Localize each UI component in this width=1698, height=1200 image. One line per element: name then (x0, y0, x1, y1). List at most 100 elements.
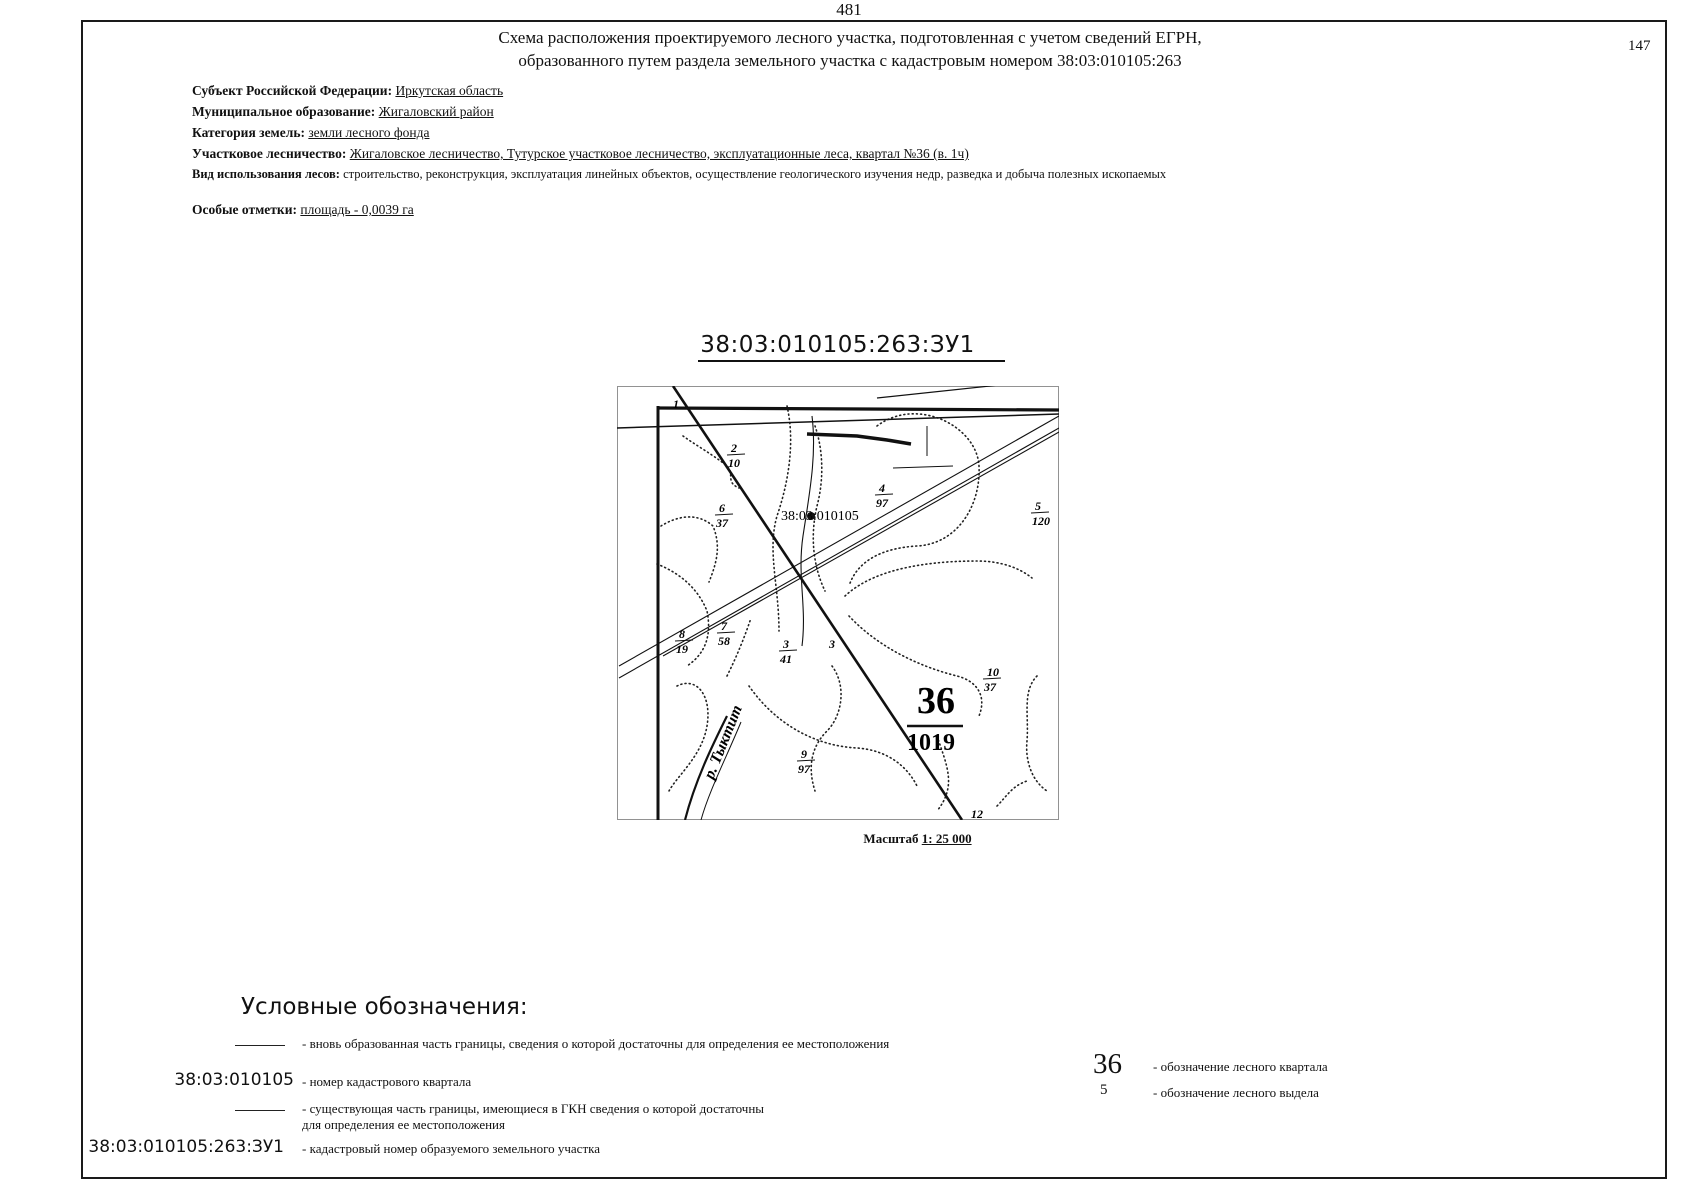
contour-dotted (682, 435, 740, 489)
legend-division-text: - обозначение лесного выдела (1153, 1085, 1319, 1100)
legend-quarter-symbol: 36 (1093, 1048, 1122, 1080)
division-fraction-bar (982, 677, 1002, 680)
division-number: 2 (730, 441, 737, 455)
contour-dotted (936, 735, 950, 812)
division-number: 9 (801, 747, 807, 761)
division-fraction-bar (714, 513, 734, 516)
contour-dotted (1025, 675, 1048, 792)
info-subject: Субъект Российской Федерации: Иркутская … (192, 80, 1166, 101)
title-line-2: образованного путем раздела земельного у… (518, 51, 1182, 70)
cadastral-marker (807, 512, 815, 520)
division-number: 4 (878, 481, 885, 495)
info-subject-label: Субъект Российской Федерации: (192, 83, 393, 98)
division-stock: 37 (715, 516, 729, 530)
document-frame (81, 20, 1667, 1179)
info-category-label: Категория земель: (192, 125, 305, 140)
division-number: 10 (987, 665, 999, 679)
cadastral-label: 38:03:010105 (781, 509, 859, 524)
info-usage-label: Вид использования лесов: (192, 167, 340, 181)
division-stock: 58 (718, 634, 730, 648)
document-title: Схема расположения проектируемого лесног… (300, 26, 1400, 72)
info-municipality: Муниципальное образование: Жигаловский р… (192, 101, 1166, 122)
legend-existing-boundary-text-1: - существующая часть границы, имеющиеся … (302, 1101, 765, 1116)
contour-dotted (812, 425, 826, 592)
info-marks-label: Особые отметки: (192, 202, 297, 217)
contour-dotted (772, 405, 792, 632)
division-number: 3 (782, 637, 789, 651)
sheet-number: 147 (1628, 38, 1651, 54)
info-usage: Вид использования лесов: строительство, … (192, 164, 1166, 185)
river-bank (683, 715, 728, 820)
quarter-area: 1019 (907, 730, 955, 756)
legend-cadastral-code: 38:03:010105 (174, 1070, 294, 1090)
contour-dotted (656, 563, 710, 667)
division-number: 5 (1035, 499, 1041, 513)
contour-dotted (726, 617, 752, 677)
division-stock: 97 (798, 762, 811, 776)
diagonal-boundary (671, 386, 964, 820)
info-category-value: земли лесного фонда (308, 125, 430, 140)
map-small-label: 1 (673, 397, 679, 411)
contour-dotted (848, 413, 980, 587)
contour-dotted (848, 615, 983, 717)
power-line-fragment (876, 386, 996, 399)
legend-division-symbol: 5 (1100, 1082, 1108, 1098)
quarter-boundary-north-2 (617, 413, 1059, 429)
division-fraction-bar (796, 759, 816, 762)
division-stock: 97 (876, 496, 889, 510)
legend-cadastral-text: - номер кадастрового квартала (302, 1074, 472, 1089)
scale-value: 1: 25 000 (921, 831, 972, 846)
division-stock: 10 (728, 456, 740, 470)
legend-existing-boundary-symbol (235, 1110, 285, 1111)
info-forestry: Участковое лесничество: Жигаловское лесн… (192, 143, 1166, 164)
division-stock: 19 (676, 642, 688, 656)
legend-new-boundary-text: - вновь образованная часть границы, свед… (302, 1036, 890, 1051)
scale-label: Масштаб (863, 831, 919, 846)
stream-line (800, 415, 815, 647)
info-municipality-label: Муниципальное образование: (192, 104, 376, 119)
contour-dotted (660, 516, 719, 583)
division-stock: 37 (983, 680, 997, 694)
pipeline-line (662, 431, 1059, 657)
quarter-number: 36 (917, 680, 955, 722)
page-top-number: 481 (836, 0, 862, 19)
tick-line (892, 465, 954, 469)
contour-dotted (810, 665, 842, 792)
division-fraction-bar (726, 453, 746, 456)
legend-title: Условные обозначения: (241, 994, 528, 1020)
title-line-1: Схема расположения проектируемого лесног… (498, 28, 1202, 47)
quarter-boundary-north (657, 406, 1059, 412)
pipeline-line (618, 427, 1059, 679)
info-block: Субъект Российской Федерации: Иркутская … (192, 80, 1166, 220)
plot-id-underline (698, 360, 1005, 362)
legend-plot-text: - кадастровый номер образуемого земельно… (302, 1141, 601, 1156)
pipeline-line (618, 415, 1059, 667)
map-small-label: 3 (828, 637, 835, 651)
division-fraction-bar (716, 631, 736, 634)
river-bank (700, 721, 742, 820)
contour-dotted (844, 560, 1033, 597)
map-scale: Масштаб 1: 25 000 (700, 831, 1135, 847)
info-municipality-value: Жигаловский район (378, 104, 494, 119)
forest-map: 38:03:010105 р. Тыктит 36 1019 210637819… (617, 386, 1059, 820)
legend-plot-code: 38:03:010105:263:ЗУ1 (88, 1137, 284, 1157)
division-number: 8 (679, 627, 685, 641)
division-number: 7 (721, 619, 728, 633)
info-marks-value: площадь - 0,0039 га (300, 202, 414, 217)
legend-new-boundary-symbol (235, 1045, 285, 1046)
division-number: 6 (719, 501, 725, 515)
division-fraction-bar (778, 649, 798, 652)
division-fraction-bar (674, 639, 694, 642)
info-category: Категория земель: земли лесного фонда (192, 122, 1166, 143)
info-forestry-label: Участковое лесничество: (192, 146, 347, 161)
division-fraction-bar (874, 493, 894, 496)
legend-quarter-text: - обозначение лесного квартала (1153, 1059, 1328, 1074)
contour-dotted (668, 682, 709, 792)
division-stock: 120 (1032, 514, 1050, 528)
info-forestry-value: Жигаловское лесничество, Тутурское участ… (349, 146, 969, 161)
info-subject-value: Иркутская область (395, 83, 504, 98)
plot-id-text: 38:03:010105:263:ЗУ1 (700, 332, 975, 358)
road-fragment (806, 432, 912, 446)
plot-id-heading: 38:03:010105:263:ЗУ1 (660, 332, 1015, 362)
info-marks: Особые отметки: площадь - 0,0039 га (192, 199, 1166, 220)
